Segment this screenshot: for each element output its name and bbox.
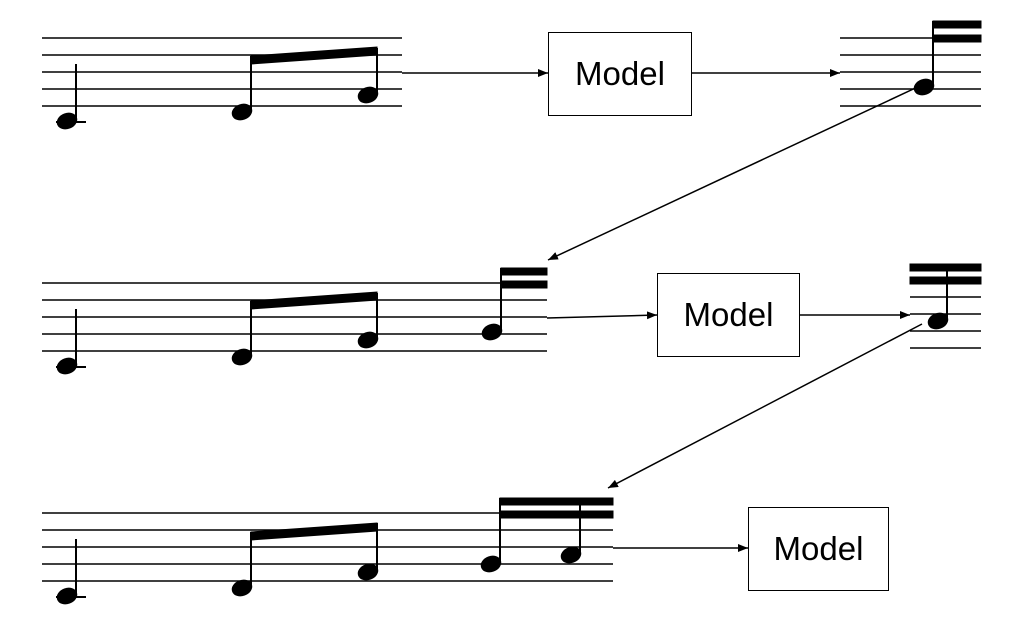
model-box-1: Model [548,32,692,116]
beam [500,267,548,276]
model-box-3: Model [748,507,889,591]
arrow-input-2 [546,311,658,320]
output-staff-1 [840,37,981,107]
beam [909,263,982,272]
staff-row-2 [42,282,547,352]
beam [909,276,982,285]
beam [250,291,378,310]
output-staff-2 [910,279,981,349]
beam [499,497,614,506]
notes-row-3 [56,497,614,605]
staff-row-3 [42,512,613,582]
arrow-feedback-1 [547,83,925,261]
output-note-2 [909,263,982,330]
beam [250,46,378,65]
model-label: Model [575,55,665,92]
output-note-1 [913,20,982,96]
beam [250,522,378,541]
beam [932,20,982,29]
model-label: Model [773,530,864,567]
arrow-feedback-2 [607,323,923,489]
beam [500,280,548,289]
beam [932,34,982,43]
notes-row-2 [56,267,548,375]
model-label: Model [683,296,774,333]
model-box-2: Model [657,273,800,357]
notes-row-1 [56,46,379,130]
staff-row-1 [42,37,402,107]
beam [499,510,614,519]
